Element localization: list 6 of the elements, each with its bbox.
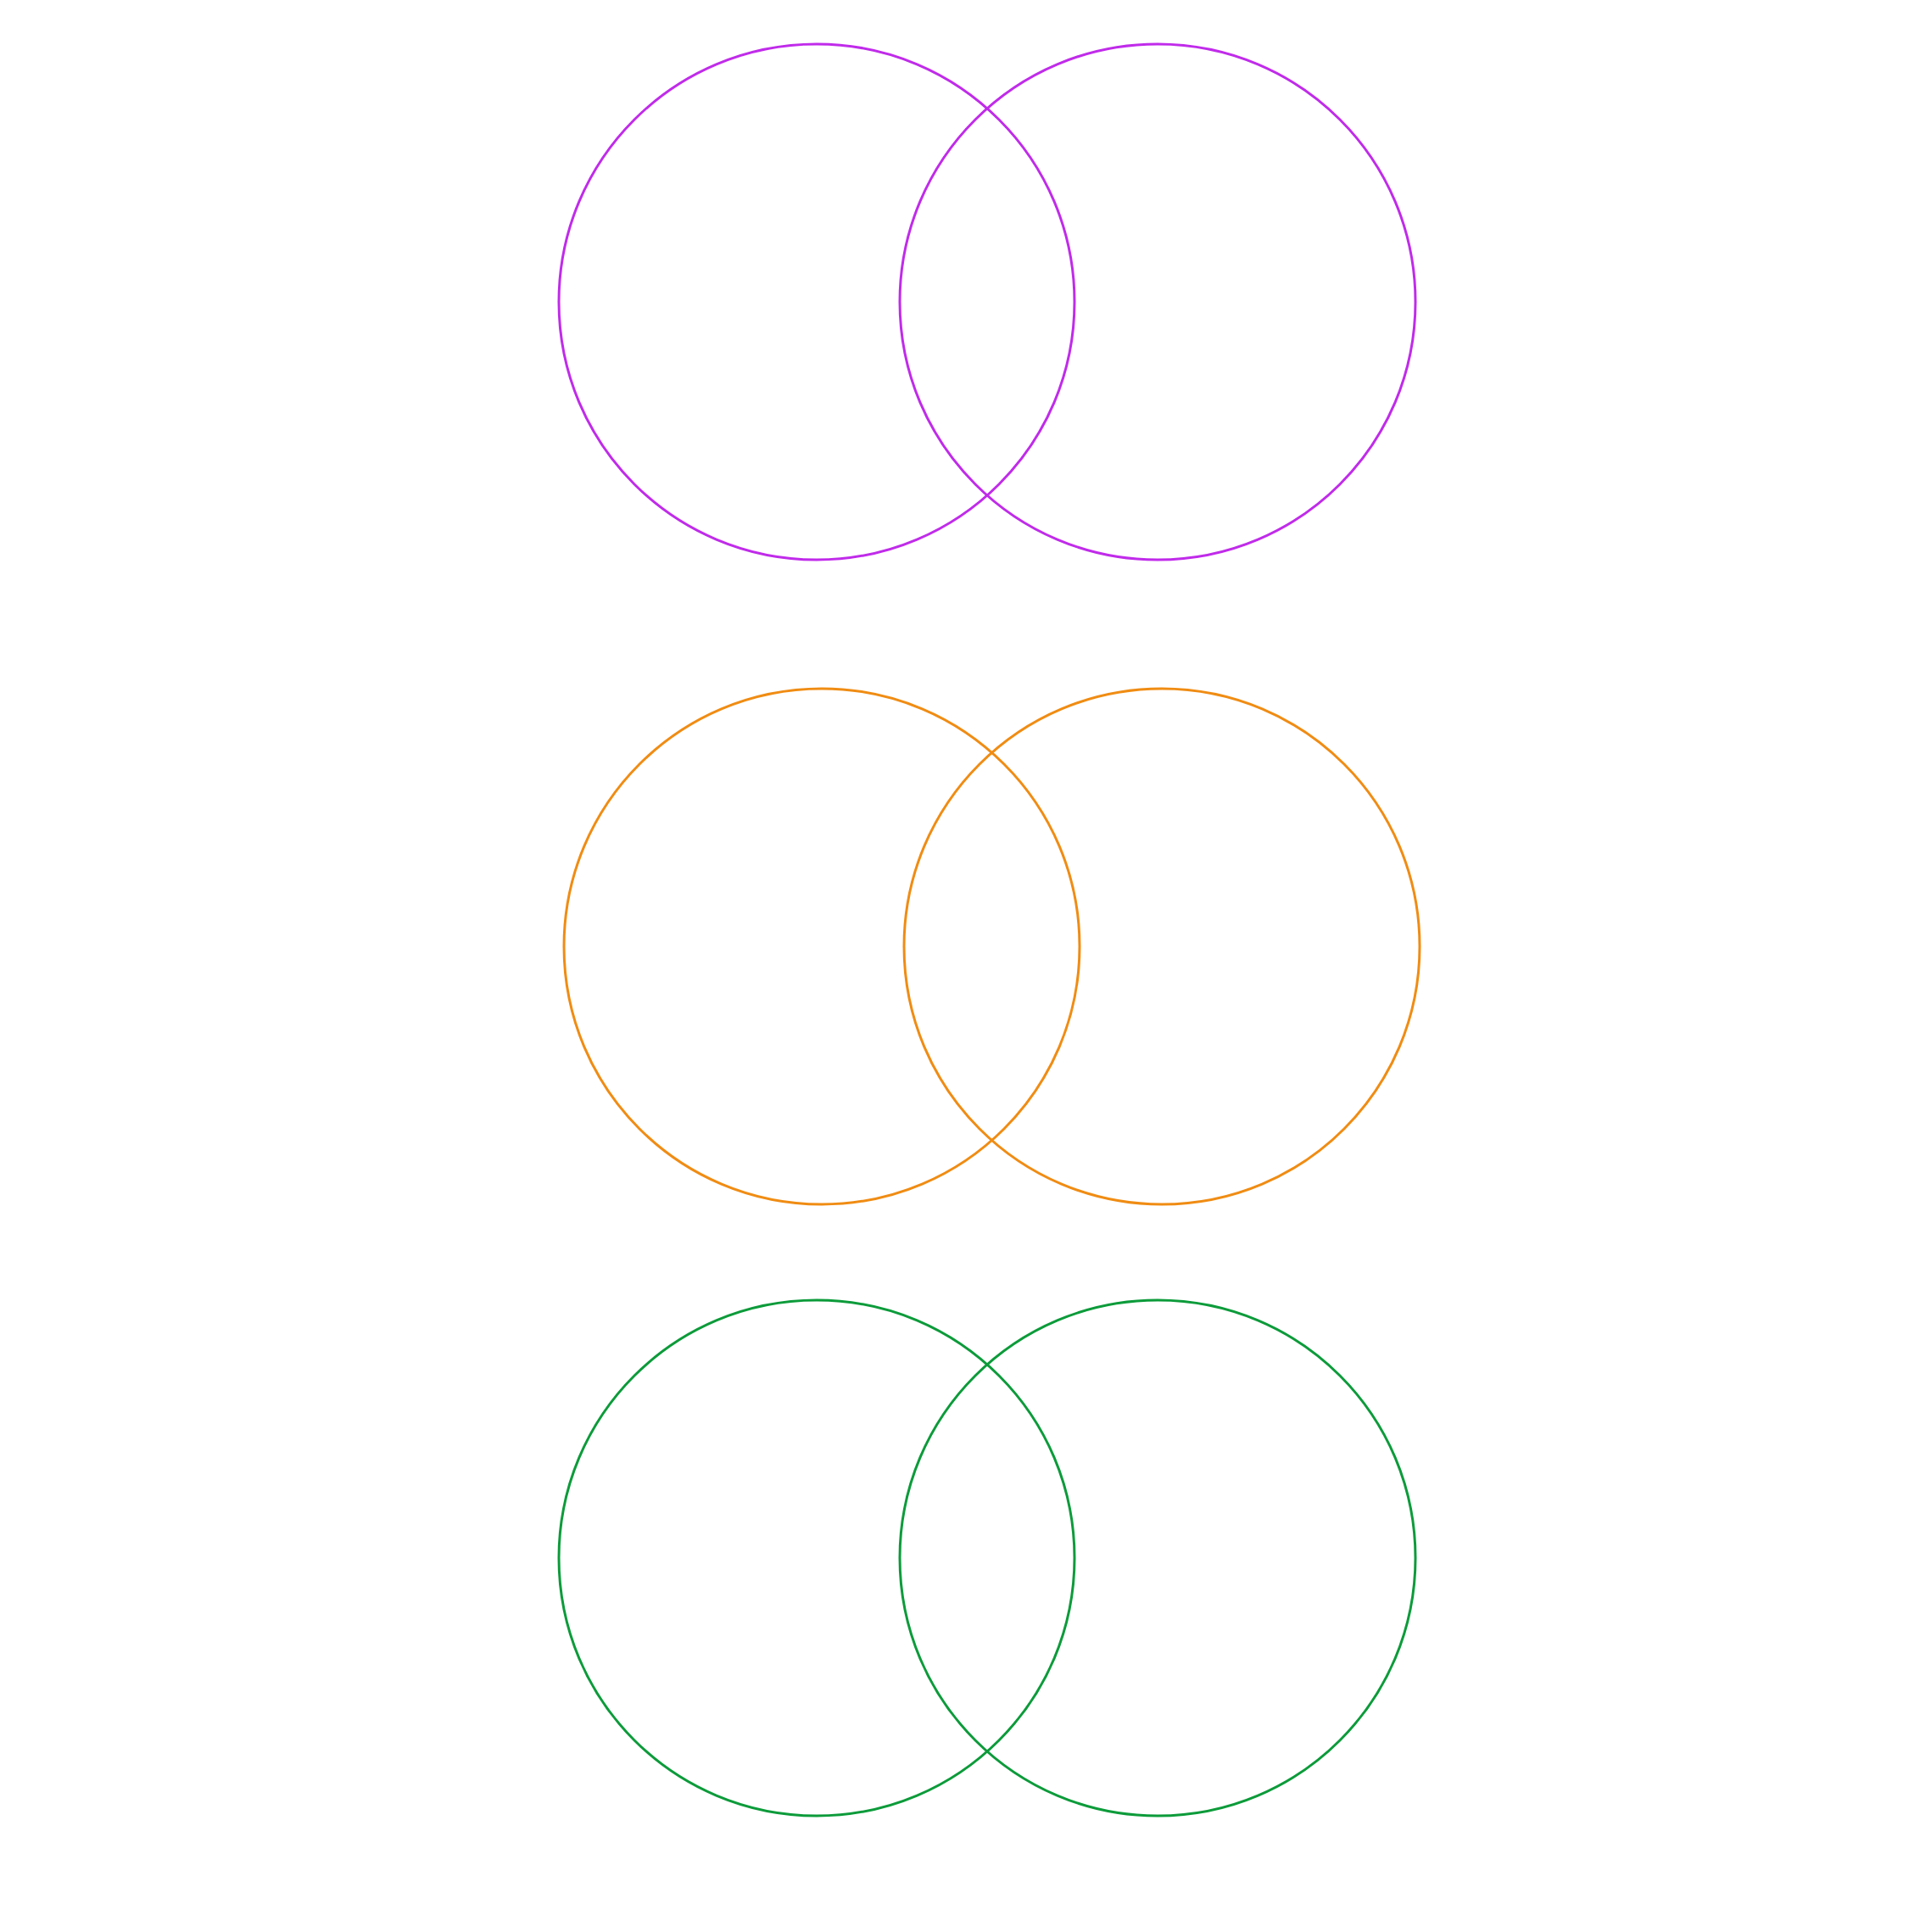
venn-circle bbox=[557, 42, 1076, 561]
venn-circle bbox=[898, 42, 1417, 561]
venn-circle bbox=[898, 1298, 1417, 1818]
venn-circle bbox=[557, 1298, 1076, 1818]
venn-circle bbox=[562, 687, 1081, 1206]
venn-circle bbox=[902, 687, 1421, 1206]
